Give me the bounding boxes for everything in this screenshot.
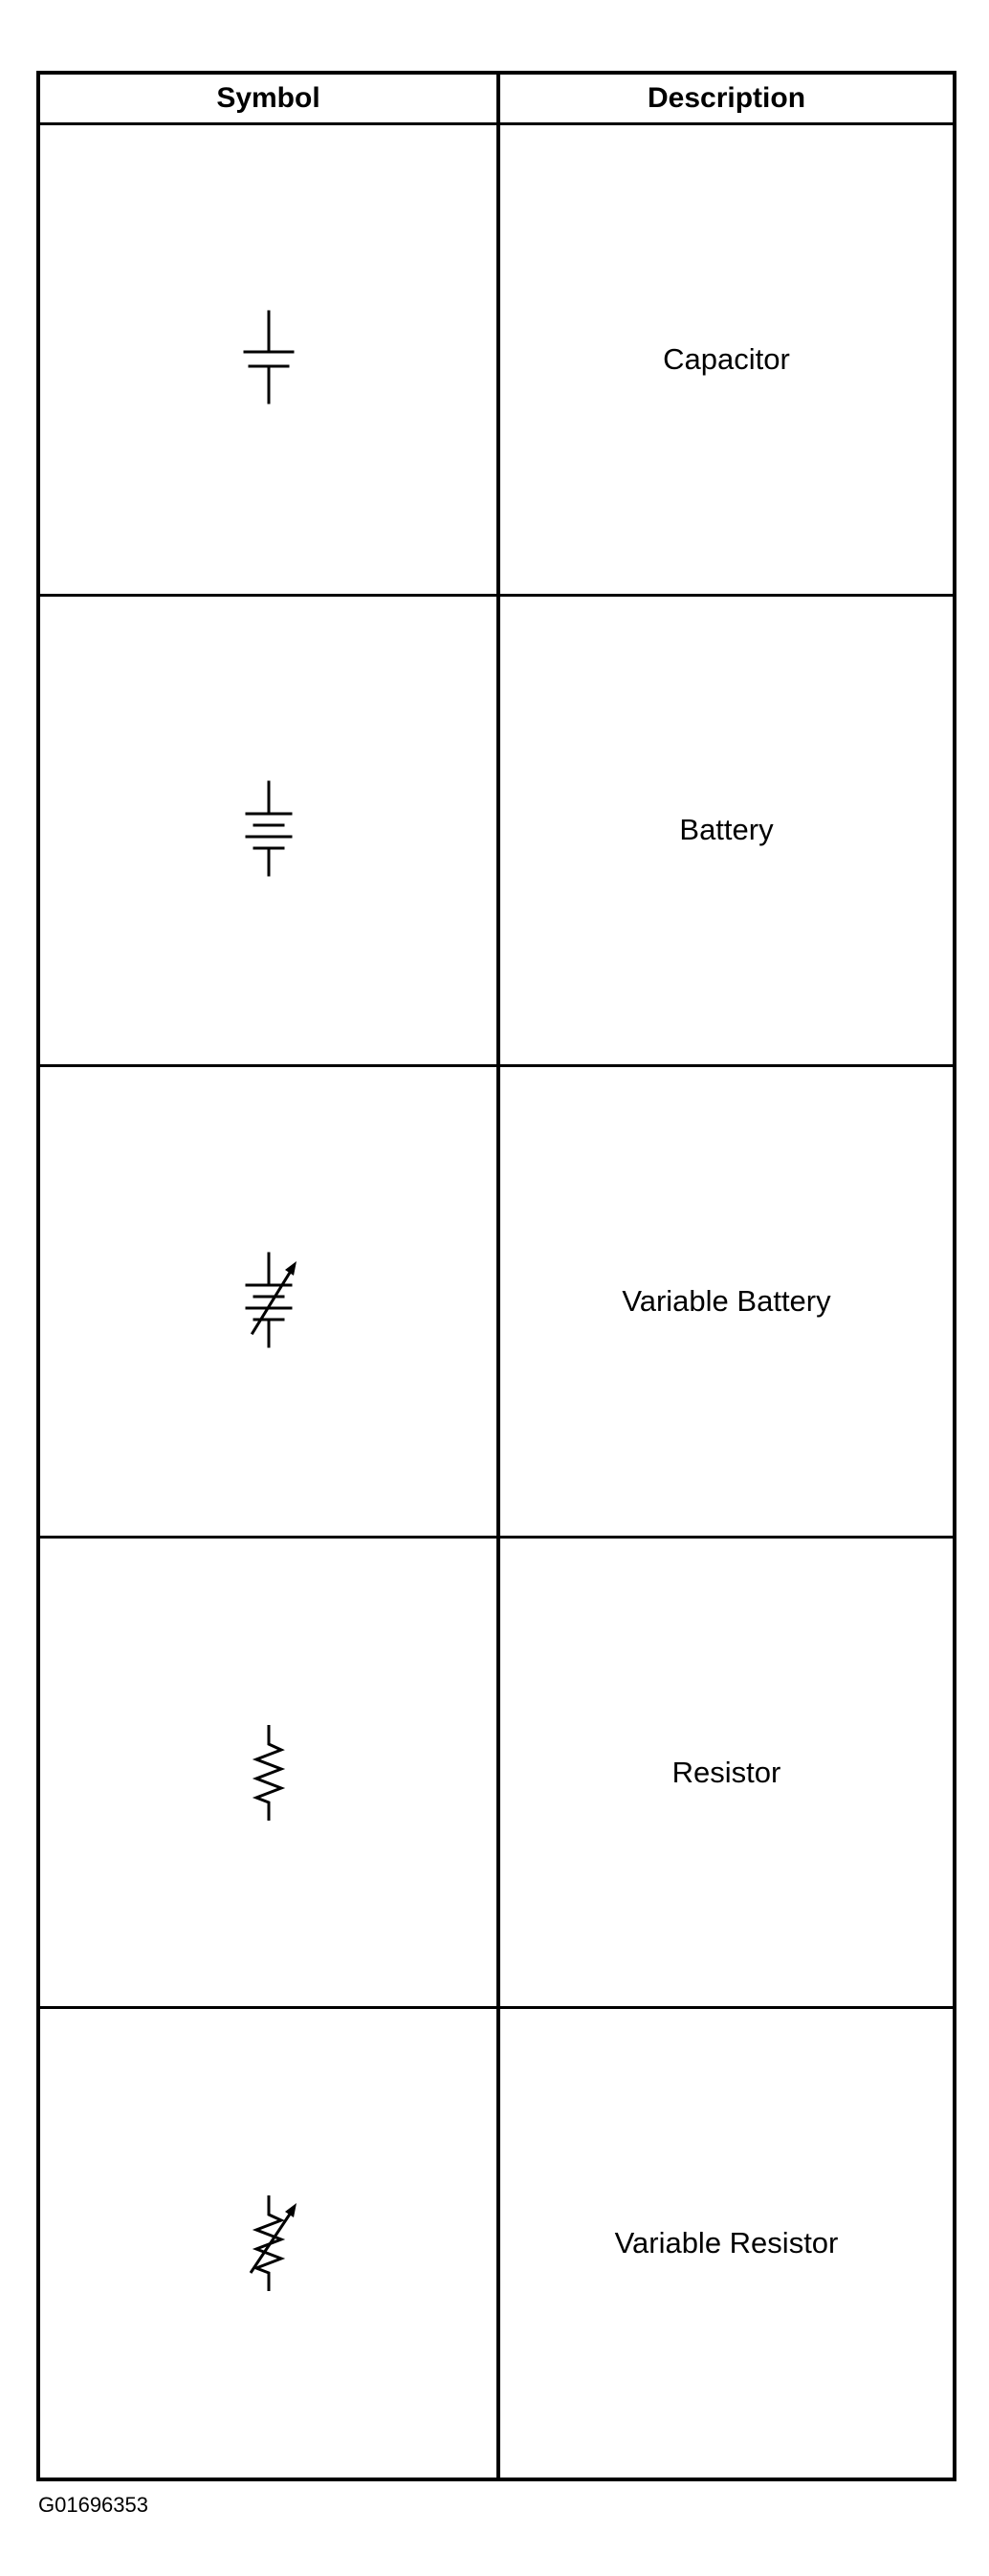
symbol-cell [40, 125, 500, 594]
table-header-row: Symbol Description [40, 75, 953, 125]
figure-id-caption: G01696353 [38, 2493, 148, 2517]
variable-resistor-icon [249, 2195, 297, 2292]
symbol-cell [40, 596, 500, 1065]
description-cell: Variable Battery [500, 1067, 953, 1536]
component-name: Variable Battery [622, 1283, 831, 1318]
component-name: Capacitor [663, 341, 790, 376]
table-row: Battery [40, 596, 953, 1068]
resistor-icon [252, 1724, 285, 1821]
component-name: Battery [679, 813, 774, 847]
description-cell: Variable Resistor [500, 2009, 953, 2478]
component-name: Resistor [671, 1755, 781, 1789]
description-column-header: Description [647, 82, 806, 114]
symbol-cell [40, 1538, 500, 2007]
component-name: Variable Resistor [614, 2226, 839, 2260]
variable-battery-icon [245, 1252, 297, 1348]
battery-icon [245, 780, 292, 877]
symbol-column-header: Symbol [40, 75, 500, 122]
description-cell: Capacitor [500, 125, 953, 594]
symbol-legend-table: Symbol Description Capacitor [36, 71, 956, 2481]
table-row: Variable Resistor [40, 2009, 953, 2478]
table-row: Capacitor [40, 125, 953, 597]
symbol-cell [40, 1067, 500, 1536]
capacitor-icon [243, 310, 294, 404]
table-row: Resistor [40, 1538, 953, 2010]
description-cell: Battery [500, 597, 953, 1065]
table-row: Variable Battery [40, 1067, 953, 1539]
symbol-cell [40, 2009, 500, 2478]
description-cell: Resistor [500, 1539, 953, 2007]
table-body: Capacitor Battery [40, 125, 953, 2478]
